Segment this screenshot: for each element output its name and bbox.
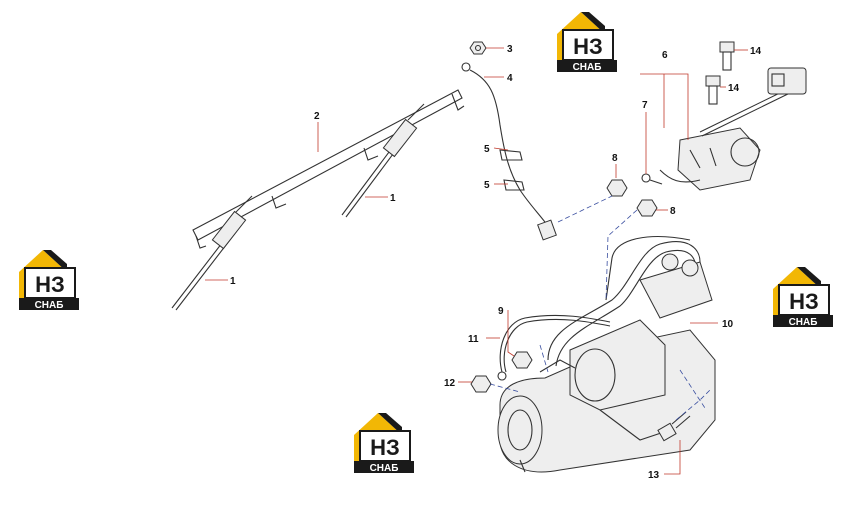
nut-8-upper	[606, 179, 628, 197]
nut-8-lower	[636, 199, 658, 217]
callout-5a: 5	[484, 144, 490, 155]
logo-letters: НЗ	[35, 272, 65, 297]
callout-8b: 8	[670, 206, 676, 217]
cable-11	[497, 314, 611, 381]
bolt-14-upper	[719, 41, 735, 71]
glow-plug-left	[171, 195, 253, 311]
watermark-logo-bottom: НЗ СНАБ	[353, 412, 415, 474]
logo-caption: СНАБ	[789, 317, 818, 328]
callout-4: 4	[507, 73, 513, 84]
assembly-lines	[489, 195, 711, 421]
callout-1b: 1	[390, 193, 396, 204]
logo-letters: НЗ	[789, 289, 819, 314]
callout-10: 10	[722, 319, 734, 330]
callout-14b: 14	[728, 83, 740, 94]
bolt-14-lower	[705, 75, 721, 105]
logo-letters: НЗ	[573, 34, 603, 59]
logo-caption: СНАБ	[370, 463, 399, 474]
logo-letters: НЗ	[370, 435, 400, 460]
callout-11: 11	[468, 334, 479, 345]
logo-caption: СНАБ	[35, 300, 64, 311]
nut-3	[469, 41, 487, 55]
callout-6: 6	[662, 50, 668, 61]
callout-12: 12	[444, 378, 456, 389]
callout-2: 2	[314, 111, 320, 122]
watermark-logo-left: НЗ СНАБ	[18, 249, 80, 311]
callout-14a: 14	[750, 46, 762, 57]
callout-labels: 1 1 2 3 4 5 5 6 7 8 8 9 10 11 12 13 14 1…	[230, 44, 762, 481]
callout-3: 3	[507, 44, 513, 55]
leader-lines	[205, 47, 748, 475]
terminal-7	[641, 173, 663, 185]
watermark-logo-right: НЗ СНАБ	[772, 266, 834, 328]
glow-plug-right	[341, 103, 425, 218]
glow-plug-harness	[461, 62, 557, 241]
callout-7: 7	[642, 100, 648, 111]
callout-1a: 1	[230, 276, 236, 287]
callout-13: 13	[648, 470, 660, 481]
glow-plug-rail	[192, 89, 465, 249]
nut-12	[470, 375, 492, 393]
glow-relay	[659, 67, 807, 191]
watermark-logo-top: НЗ СНАБ	[556, 11, 618, 73]
callout-5b: 5	[484, 180, 490, 191]
callout-9: 9	[498, 306, 504, 317]
logo-caption: СНАБ	[573, 62, 602, 73]
nut-9	[511, 351, 533, 369]
callout-8a: 8	[612, 153, 618, 164]
